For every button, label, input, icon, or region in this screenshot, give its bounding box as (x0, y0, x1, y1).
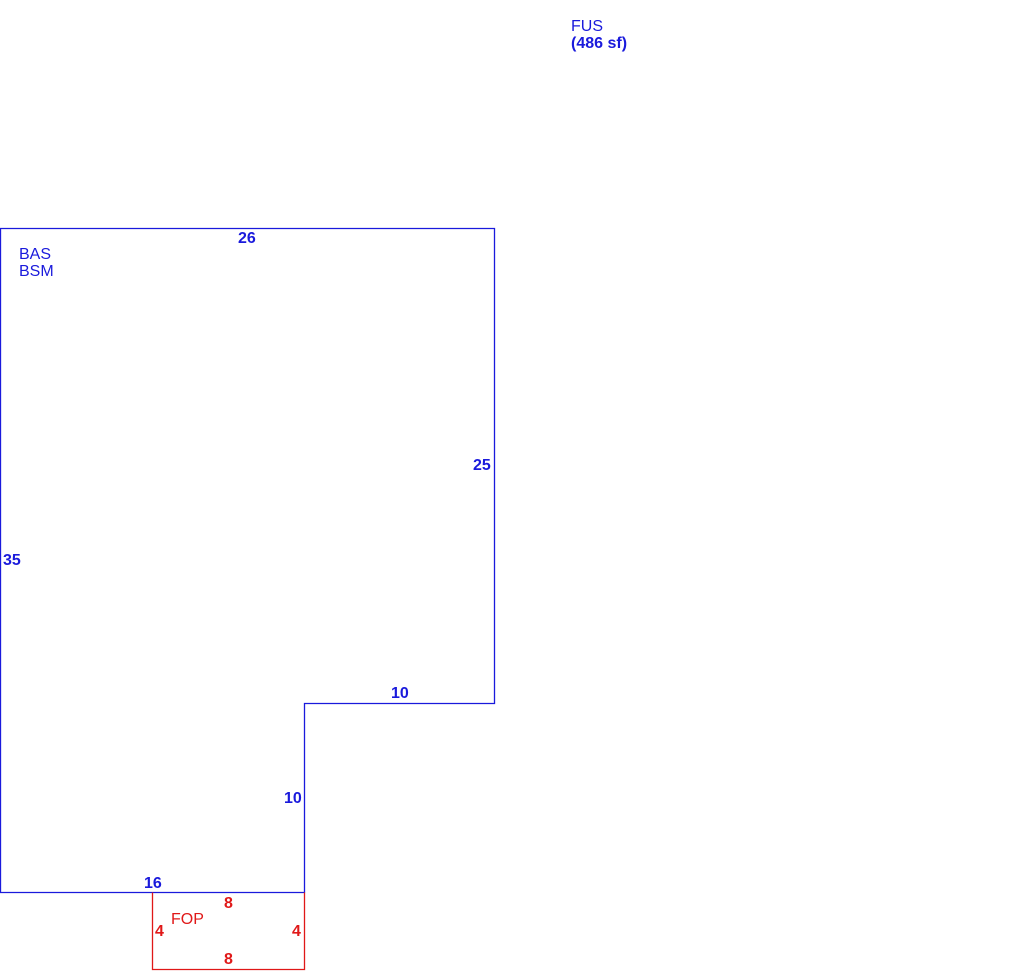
area-code-bas: BAS (19, 246, 52, 263)
dimension-porch-bottom: 8 (224, 951, 233, 968)
dimension-main-top: 26 (238, 230, 256, 247)
porch-outline (151, 892, 306, 971)
dimension-main-step-top: 10 (391, 685, 409, 702)
area-label-fus: FUS (486 sf) (571, 18, 627, 52)
dimension-main-bottom: 16 (144, 875, 162, 892)
area-code-bsm: BSM (19, 263, 54, 280)
dimension-main-left: 35 (3, 552, 21, 569)
area-code-fus: FUS (571, 18, 603, 35)
area-size-fus: (486 sf) (571, 35, 628, 52)
dimension-main-right: 25 (473, 457, 491, 474)
dimension-porch-right: 4 (292, 923, 301, 940)
area-label-bas: BAS BSM (19, 246, 54, 280)
main-building-outline (0, 227, 496, 894)
dimension-porch-top: 8 (224, 895, 233, 912)
area-label-fop: FOP (171, 911, 204, 928)
dimension-main-step-side: 10 (284, 790, 302, 807)
dimension-porch-left: 4 (155, 923, 164, 940)
